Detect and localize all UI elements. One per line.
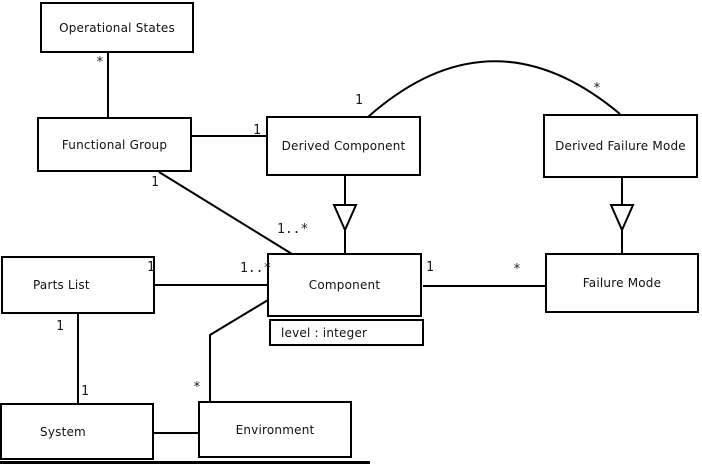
bottom-border-bar — [0, 461, 370, 464]
class-derived-failure-mode[interactable]: Derived Failure Mode — [543, 114, 698, 178]
class-label: Failure Mode — [582, 276, 662, 290]
class-operational-states[interactable]: Operational States — [40, 2, 194, 53]
multiplicity-label: 1 — [355, 93, 363, 108]
multiplicity-label: * — [513, 262, 521, 277]
class-label: Environment — [235, 422, 315, 437]
class-functional-group[interactable]: Functional Group — [37, 117, 192, 172]
class-label: Operational States — [59, 20, 175, 35]
edge-environment-component — [209, 299, 269, 402]
class-parts-list[interactable]: Parts List — [1, 256, 155, 314]
class-label: Component — [308, 278, 381, 292]
class-label: Derived Component — [281, 139, 406, 153]
class-derived-component[interactable]: Derived Component — [266, 116, 421, 176]
multiplicity-label: 1 — [81, 384, 89, 399]
multiplicity-label: 1..* — [240, 261, 272, 276]
generalization-arrowhead — [609, 204, 635, 233]
multiplicity-label: 1 — [253, 123, 261, 138]
class-label: System — [40, 424, 86, 439]
edge-functional-group-component — [158, 171, 293, 255]
class-label: Parts List — [33, 278, 90, 292]
class-component[interactable]: Component — [267, 253, 422, 317]
multiplicity-label: 1 — [56, 319, 64, 334]
multiplicity-label: 1 — [426, 260, 434, 275]
class-failure-mode[interactable]: Failure Mode — [545, 253, 699, 313]
multiplicity-label: * — [96, 55, 104, 70]
class-system[interactable]: System — [0, 403, 154, 460]
multiplicity-label: 1 — [151, 175, 159, 190]
generalization-arrowhead — [332, 204, 358, 233]
class-label: Functional Group — [61, 137, 168, 152]
class-environment[interactable]: Environment — [198, 401, 352, 458]
multiplicity-label: 1..* — [277, 222, 309, 237]
multiplicity-label: * — [193, 380, 201, 395]
multiplicity-label: * — [593, 81, 601, 96]
class-component-attribute[interactable]: level : integer — [269, 319, 424, 346]
edge-derived-component-derived-failure-mode-arc — [367, 60, 621, 118]
class-label: Derived Failure Mode — [555, 139, 686, 153]
multiplicity-label: 1 — [147, 260, 155, 275]
attribute-label: level : integer — [281, 325, 368, 340]
